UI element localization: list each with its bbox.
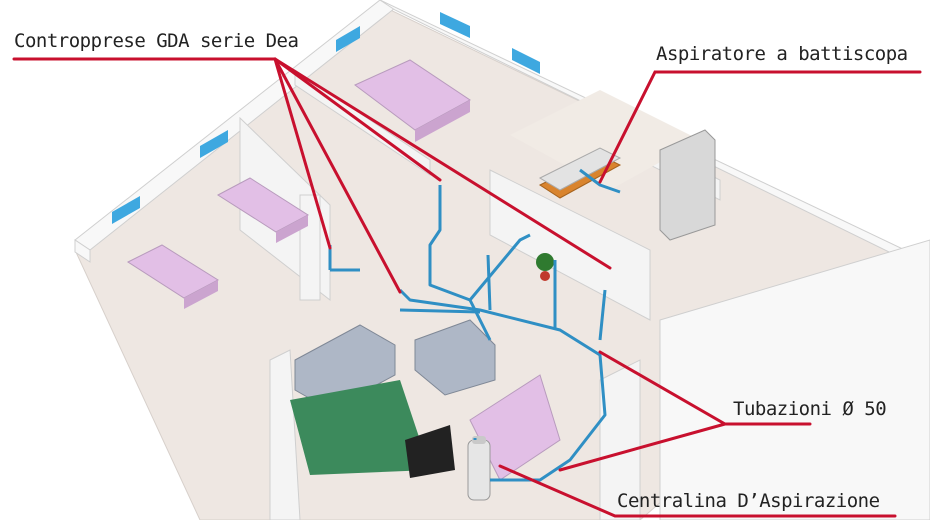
leader-lines xyxy=(12,57,922,518)
bed-top xyxy=(354,59,471,142)
vacuum-pipes xyxy=(328,168,621,482)
leader-centralina xyxy=(498,464,897,518)
label-contropprese: Contropprese GDA serie Dea xyxy=(14,30,299,52)
tv xyxy=(405,425,455,478)
central-vacuum-unit xyxy=(467,436,491,501)
label-tubazioni: Tubazioni Ø 50 xyxy=(733,398,887,420)
green-rug xyxy=(290,380,430,475)
sofa-right xyxy=(414,319,496,396)
bed-left-lower xyxy=(126,244,220,309)
bed-left-upper xyxy=(217,177,309,243)
sofa-left xyxy=(294,324,396,411)
plant xyxy=(536,253,554,281)
label-aspiratore: Aspiratore a battiscopa xyxy=(656,43,908,65)
label-centralina: Centralina D’Aspirazione xyxy=(617,490,880,512)
windows xyxy=(112,12,540,224)
kitchen xyxy=(510,90,716,241)
leader-aspiratore xyxy=(598,70,922,184)
